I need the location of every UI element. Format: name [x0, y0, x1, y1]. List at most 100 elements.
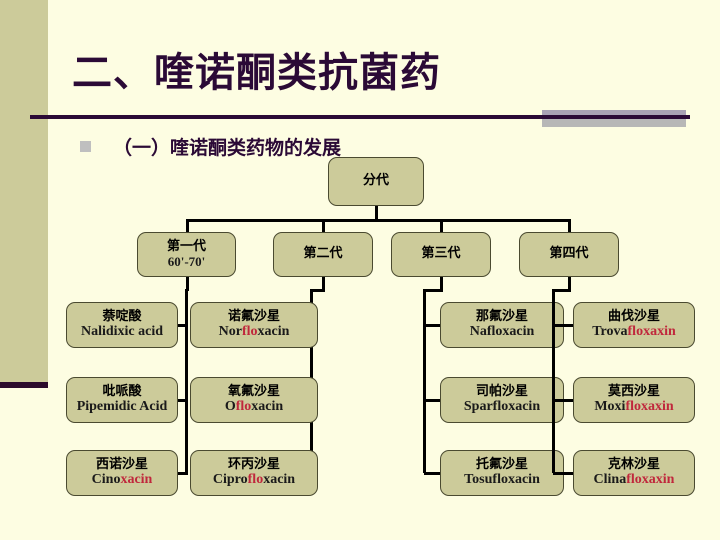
title-divider	[30, 115, 690, 119]
drug-en-highlight: floxaxin	[626, 472, 675, 488]
drug-en-prefix: Cipro	[212, 472, 248, 488]
drug-name-cn-1-2: 吡哌酸	[102, 383, 142, 399]
connector-drug-3-2	[424, 399, 442, 402]
connector-drug-4-3	[553, 472, 575, 475]
connector-col-4-jog	[553, 289, 571, 292]
drug-name-en-2-1: Norfloxacin	[219, 324, 290, 340]
connector-col-4-spine	[552, 289, 555, 473]
drug-name-en-2-3: Ciprofloxacin	[213, 472, 295, 488]
node-generation-4[interactable]: 第四代	[519, 232, 619, 277]
connector-drug-3-1	[424, 324, 442, 327]
connector-col-3-stem	[440, 277, 443, 291]
connector-generation-drop-1	[186, 219, 189, 232]
node-root-label: 分代	[362, 173, 389, 189]
drug-name-en-1-3: Cinoxacin	[92, 472, 153, 488]
drug-en-prefix: Sparfloxacin	[463, 399, 541, 415]
connector-drug-4-1	[553, 324, 575, 327]
node-generation-3[interactable]: 第三代	[391, 232, 491, 277]
drug-en-prefix: Cino	[91, 472, 121, 488]
drug-en-prefix: O	[224, 399, 236, 415]
node-generation-years-1: 60'-70'	[167, 253, 206, 269]
drug-en-prefix: Pipemidic Acid	[76, 399, 168, 415]
left-decorative-band	[0, 0, 48, 382]
drug-name-en-4-2: Moxifloxaxin	[594, 399, 673, 415]
drug-en-highlight: floxaxin	[625, 399, 674, 415]
connector-col-2-stem	[322, 277, 325, 291]
connector-drug-1-3	[178, 472, 188, 475]
drug-name-cn-3-1: 那氟沙星	[475, 308, 528, 324]
node-root[interactable]: 分代	[328, 157, 424, 206]
drug-name-cn-3-2: 司帕沙星	[475, 383, 528, 399]
connector-drug-1-1	[178, 324, 188, 327]
drug-en-highlight: flo	[247, 472, 264, 488]
drug-name-en-4-1: Trovafloxaxin	[592, 324, 676, 340]
connector-col-3-jog	[424, 289, 443, 292]
connector-col-1-spine	[185, 289, 188, 473]
drug-en-suffix: xacin	[251, 399, 284, 415]
drug-name-en-3-1: Nafloxacin	[470, 324, 535, 340]
node-generation-2[interactable]: 第二代	[273, 232, 373, 277]
connector-root-stem	[375, 206, 378, 222]
node-generation-label-3: 第三代	[421, 246, 461, 262]
drug-name-cn-2-3: 环丙沙星	[227, 456, 280, 472]
bullet-row: （一）喹诺酮类药物的发展	[80, 133, 341, 160]
connector-generation-drop-2	[322, 219, 325, 232]
drug-en-highlight: flo	[235, 399, 252, 415]
connector-generation-drop-3	[440, 219, 443, 232]
connector-generation-drop-4	[568, 219, 571, 232]
connector-generation-bus	[186, 219, 569, 222]
drug-en-suffix: xacin	[263, 472, 296, 488]
connector-col-1-stem	[186, 277, 189, 291]
drug-name-en-3-3: Tosufloxacin	[464, 472, 540, 488]
page-title: 二、喹诺酮类抗菌药	[72, 50, 441, 96]
drug-name-cn-1-3: 西诺沙星	[95, 456, 148, 472]
node-generation-label-2: 第二代	[303, 246, 343, 262]
left-accent-bar	[0, 382, 48, 388]
drug-name-cn-2-1: 诺氟沙星	[227, 308, 280, 324]
rule-grey-accent-top	[542, 110, 686, 118]
drug-name-en-1-1: Nalidixic acid	[81, 324, 163, 340]
drug-name-cn-4-1: 曲伐沙星	[607, 308, 660, 324]
node-generation-label-1: 第一代	[166, 238, 206, 254]
drug-name-cn-4-2: 莫西沙星	[607, 383, 660, 399]
drug-name-en-1-2: Pipemidic Acid	[77, 399, 168, 415]
bullet-label: （一）喹诺酮类药物的发展	[113, 137, 342, 159]
connector-drug-4-2	[553, 399, 575, 402]
drug-en-prefix: Moxi	[594, 399, 626, 415]
square-bullet-icon	[80, 141, 91, 152]
drug-en-highlight: xacin	[120, 472, 153, 488]
drug-en-prefix: Nor	[218, 324, 242, 340]
drug-en-prefix: Tosufloxacin	[464, 472, 540, 488]
drug-name-en-3-2: Sparfloxacin	[464, 399, 540, 415]
connector-col-3-spine	[423, 289, 426, 473]
drug-name-cn-3-3: 托氟沙星	[475, 456, 528, 472]
drug-en-prefix: Clina	[593, 472, 627, 488]
connector-drug-3-3	[424, 472, 442, 475]
node-generation-label-4: 第四代	[549, 246, 589, 262]
drug-name-en-4-3: Clinafloxaxin	[594, 472, 675, 488]
drug-en-prefix: Trova	[592, 324, 628, 340]
drug-en-suffix: xacin	[257, 324, 290, 340]
drug-en-highlight: flo	[241, 324, 258, 340]
drug-name-cn-2-2: 氧氟沙星	[227, 383, 280, 399]
connector-col-2-jog	[311, 289, 325, 292]
drug-name-cn-4-3: 克林沙星	[607, 456, 660, 472]
drug-en-prefix: Nalidi	[80, 324, 118, 340]
drug-en-suffix: xic acid	[117, 324, 164, 340]
drug-en-highlight: floxaxin	[627, 324, 676, 340]
drug-name-en-2-2: Ofloxacin	[225, 399, 283, 415]
